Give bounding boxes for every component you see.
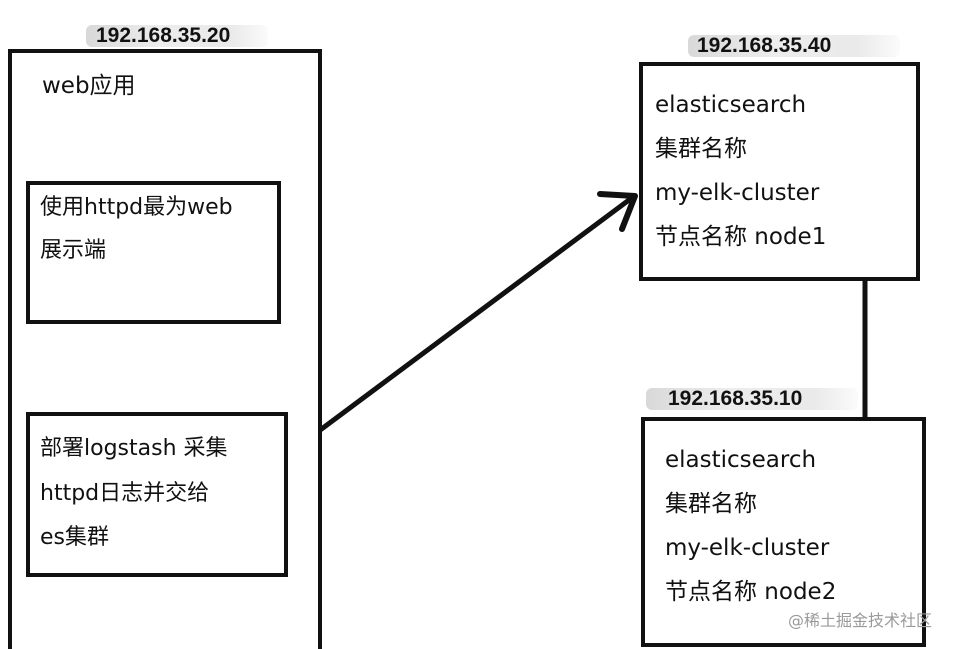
es-node1-ip: 192.168.35.40 (688, 32, 900, 60)
es-node1-line-3: my-elk-cluster (655, 180, 820, 206)
logstash-box: 部署logstash 采集 httpd日志并交给 es集群 (26, 412, 288, 577)
es-node1-line-2: 集群名称 (655, 136, 747, 162)
es-node1-box: elasticsearch 集群名称 my-elk-cluster 节点名称 n… (639, 62, 920, 281)
logstash-line-3: es集群 (40, 525, 109, 550)
ip-highlight-smudge (646, 388, 858, 410)
ip-highlight-smudge (86, 25, 268, 47)
es-node2-ip: 192.168.35.10 (646, 385, 858, 413)
watermark: @稀土掘金技术社区 (787, 611, 932, 630)
es-node2-line-1: elasticsearch (665, 447, 817, 473)
httpd-line-2: 展示端 (40, 238, 107, 263)
logstash-line-2: httpd日志并交给 (40, 481, 210, 506)
es-node2-ip-label: 192.168.35.10 (668, 387, 803, 410)
es-node1-ip-label: 192.168.35.40 (697, 34, 832, 57)
logstash-to-es-arrowhead (597, 191, 638, 232)
es-node2-box: elasticsearch 集群名称 my-elk-cluster 节点名称 n… (641, 417, 926, 647)
logstash-line-1: 部署logstash 采集 (40, 436, 228, 461)
es-node2-line-2: 集群名称 (665, 491, 757, 517)
httpd-line-1: 使用httpd最为web (40, 195, 233, 220)
es-node1-line-4: 节点名称 node1 (655, 224, 827, 250)
web-server-ip-label: 192.168.35.20 (96, 24, 231, 47)
es-node2-line-3: my-elk-cluster (665, 535, 830, 561)
web-server-title: web应用 (42, 73, 136, 99)
ip-highlight-smudge (688, 35, 900, 57)
es-node1-line-1: elasticsearch (655, 92, 807, 118)
es-node2-line-4: 节点名称 node2 (665, 579, 837, 605)
httpd-box: 使用httpd最为web 展示端 (26, 181, 281, 324)
web-server-ip: 192.168.35.20 (86, 22, 268, 50)
logstash-to-es-arrow (289, 194, 636, 454)
